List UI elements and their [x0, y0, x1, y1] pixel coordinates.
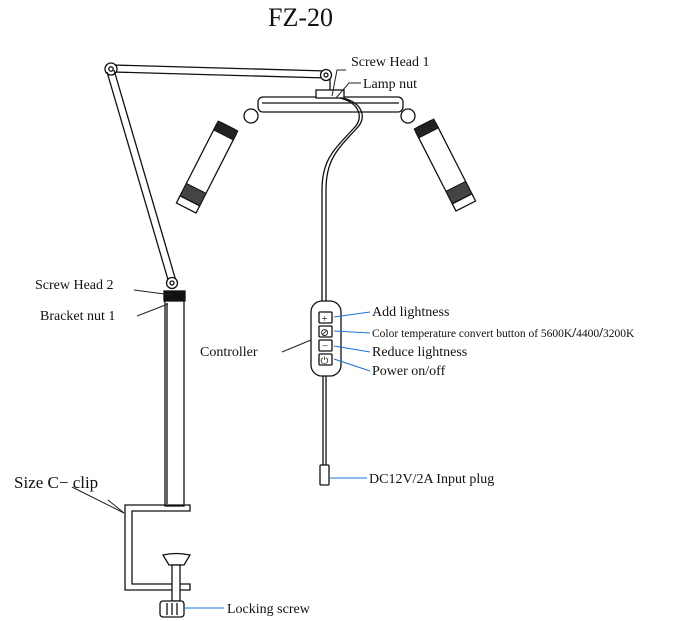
vertical-pole	[163, 290, 186, 507]
label-size-c-clip: Size C− clip	[14, 473, 98, 492]
label-power: Power on/off	[372, 364, 446, 379]
diagram-title: FZ-20	[268, 3, 333, 32]
controller: + ⊘ − ⏻	[310, 300, 342, 377]
c-clip	[124, 504, 192, 618]
left-light-bar	[175, 120, 239, 214]
label-controller: Controller	[200, 345, 258, 360]
color-temp-sep-2: /	[598, 326, 604, 341]
upper-arm	[104, 62, 333, 82]
color-temperature-icon: ⊘	[320, 327, 329, 339]
lamp-head	[243, 79, 416, 124]
right-light-bar	[413, 118, 477, 212]
diagonal-arm	[106, 69, 179, 290]
power-icon: ⏻	[321, 356, 329, 367]
label-color-temperature: Color temperature convert button of 5600…	[372, 326, 635, 341]
label-reduce-lightness: Reduce lightness	[372, 345, 467, 360]
callout-lines	[184, 311, 371, 609]
label-input-plug: DC12V/2A Input plug	[369, 472, 494, 487]
color-temp-text: Color temperature convert button of 5600…	[372, 328, 573, 340]
color-temp-end: 3200K	[603, 328, 635, 340]
power-button[interactable]	[318, 353, 333, 366]
color-temp-sep-1: /	[571, 326, 577, 341]
label-screw-head-1: Screw Head 1	[351, 55, 430, 70]
reduce-lightness-button[interactable]	[318, 339, 333, 352]
label-lamp-nut: Lamp nut	[363, 77, 417, 92]
label-screw-head-2: Screw Head 2	[35, 278, 114, 293]
leader-lines	[71, 69, 361, 514]
plus-icon: +	[322, 313, 328, 325]
color-temp-mid: 4400	[576, 328, 599, 340]
add-lightness-button[interactable]	[318, 311, 333, 324]
label-add-lightness: Add lightness	[372, 305, 449, 320]
label-bracket-nut-1: Bracket nut 1	[40, 309, 115, 324]
color-temperature-button[interactable]	[318, 325, 333, 338]
minus-icon: −	[322, 341, 328, 353]
power-cable	[319, 97, 363, 486]
label-locking-screw: Locking screw	[227, 602, 311, 617]
